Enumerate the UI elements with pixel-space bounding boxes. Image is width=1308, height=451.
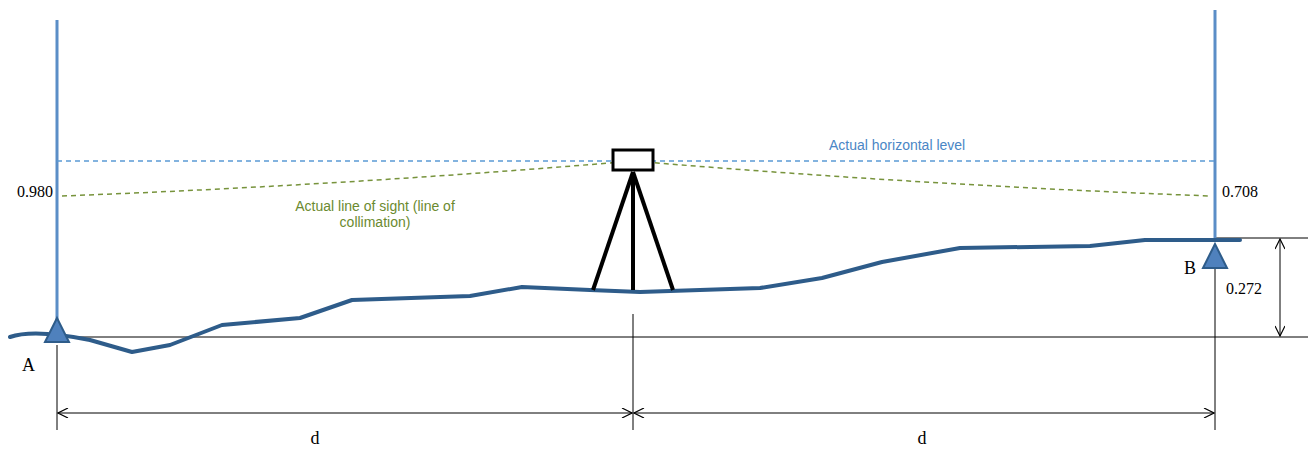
- dimension-arrow: [58, 413, 632, 414]
- tripod-leg: [593, 172, 633, 290]
- dimension-value: d: [918, 428, 927, 449]
- dimension-value: d: [311, 428, 320, 449]
- datum-line: [57, 337, 1308, 338]
- staff-reading: 0.980: [17, 183, 53, 201]
- line-label: Actual line of sight (line of collimatio…: [295, 198, 455, 230]
- tripod-leg: [631, 172, 635, 290]
- extension-line: [57, 345, 58, 430]
- line-label: Actual horizontal level: [826, 137, 968, 153]
- dimension-value: 0.272: [1226, 280, 1262, 298]
- station-marker: [45, 318, 69, 342]
- station-name: A: [22, 355, 35, 376]
- extension-line: [633, 314, 634, 430]
- station-name: B: [1184, 258, 1196, 279]
- dimension-arrow: [1280, 239, 1281, 336]
- ground-profile: [10, 240, 1240, 352]
- level-instrument: [613, 150, 653, 170]
- station-marker: [1203, 244, 1227, 268]
- dimension-arrow: [634, 413, 1214, 414]
- levelling-staff: [1214, 10, 1217, 238]
- staff-reading: 0.708: [1222, 183, 1258, 201]
- tripod-leg: [633, 172, 673, 290]
- levelling-staff: [56, 20, 59, 325]
- extension-line: [1215, 255, 1216, 430]
